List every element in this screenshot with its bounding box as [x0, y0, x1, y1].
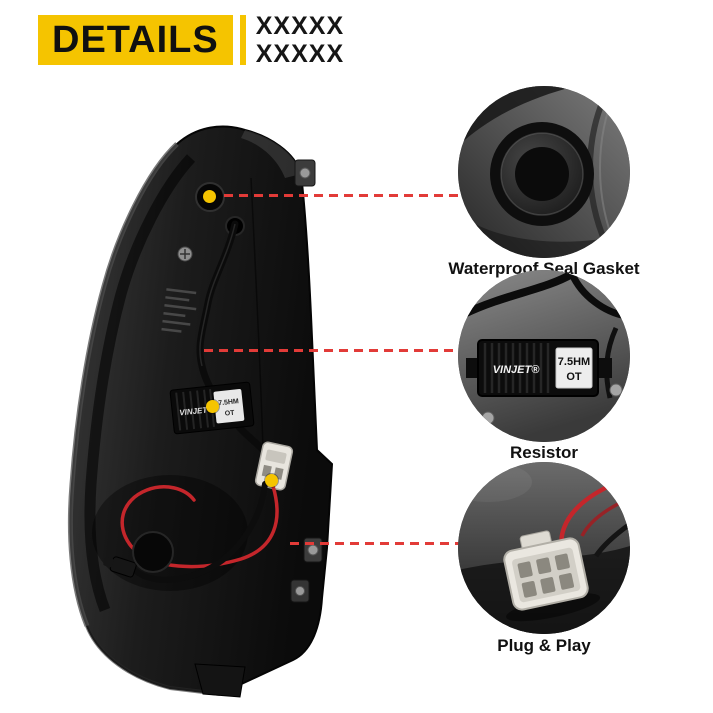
housing-markings [161, 288, 197, 333]
left-rim-highlight [67, 142, 179, 627]
left-inner-shadow [84, 154, 196, 612]
seal-gasket-ring [490, 122, 594, 226]
bottom-edge-band [85, 625, 221, 696]
header: DETAILS XXXXX XXXXX [38, 12, 345, 68]
gasket-callout-circle [458, 86, 630, 258]
marker-dot-gasket [203, 190, 216, 203]
mounting-bracket-top [294, 159, 316, 187]
gasket-photo-graphic [458, 86, 630, 258]
plug-connector [503, 530, 601, 622]
subtitle-line-2: XXXXX [255, 40, 345, 68]
callout-line-plug [290, 542, 460, 545]
screw-icon [481, 411, 495, 425]
pigtail-connector [103, 556, 137, 578]
plug-photo-graphic [458, 462, 630, 634]
tail-light-housing-graphic: 7.5HM OT VINJET [67, 125, 334, 698]
adjust-screw [177, 246, 193, 262]
right-seam-line [250, 177, 264, 449]
wire-harness-highlight [199, 223, 236, 367]
header-subtitle: XXXXX XXXXX [255, 12, 345, 68]
details-badge-label: DETAILS [52, 19, 219, 61]
details-badge: DETAILS [38, 15, 233, 65]
black-pigtail-wire [127, 481, 268, 583]
plug-connector-on-housing [254, 441, 294, 491]
mounting-foot [194, 663, 246, 698]
tail-light-photo: 7.5HM OT VINJET [55, 118, 355, 703]
marker-dot-plug [265, 474, 278, 487]
plug-callout-circle [458, 462, 630, 634]
resistor-brand: VINJET® [493, 364, 541, 376]
subtitle-line-1: XXXXX [255, 12, 345, 40]
callout-line-resistor [204, 349, 460, 352]
callout-label-resistor: Resistor [509, 443, 579, 462]
callout-label-gasket: Waterproof Seal Gasket [448, 259, 640, 278]
resistor-value-top: 7.5HM [558, 356, 590, 368]
resistor-block: 7.5HM OT VINJET® [466, 339, 612, 397]
callout-line-gasket [224, 194, 460, 197]
resistor-value-bottom: OT [566, 371, 582, 383]
marker-dot-resistor [206, 400, 219, 413]
callout-label-plug: Plug & Play [497, 636, 591, 655]
mounting-bracket-bottom [290, 579, 310, 603]
resistor-photo-graphic: 7.5HM OT VINJET® [458, 270, 630, 442]
resistor-small-brand: VINJET [179, 405, 209, 417]
resistor-callout-circle: 7.5HM OT VINJET® [458, 270, 630, 442]
resistor-small-value-top: 7.5HM [218, 398, 239, 407]
resistor-small-value-bottom: OT [224, 410, 235, 418]
black-wire [593, 521, 630, 558]
screw-icon [609, 383, 623, 397]
lower-recess [132, 531, 174, 573]
header-divider [239, 15, 246, 65]
lower-cavity-shadow [92, 475, 248, 591]
top-face-shading [241, 130, 301, 178]
